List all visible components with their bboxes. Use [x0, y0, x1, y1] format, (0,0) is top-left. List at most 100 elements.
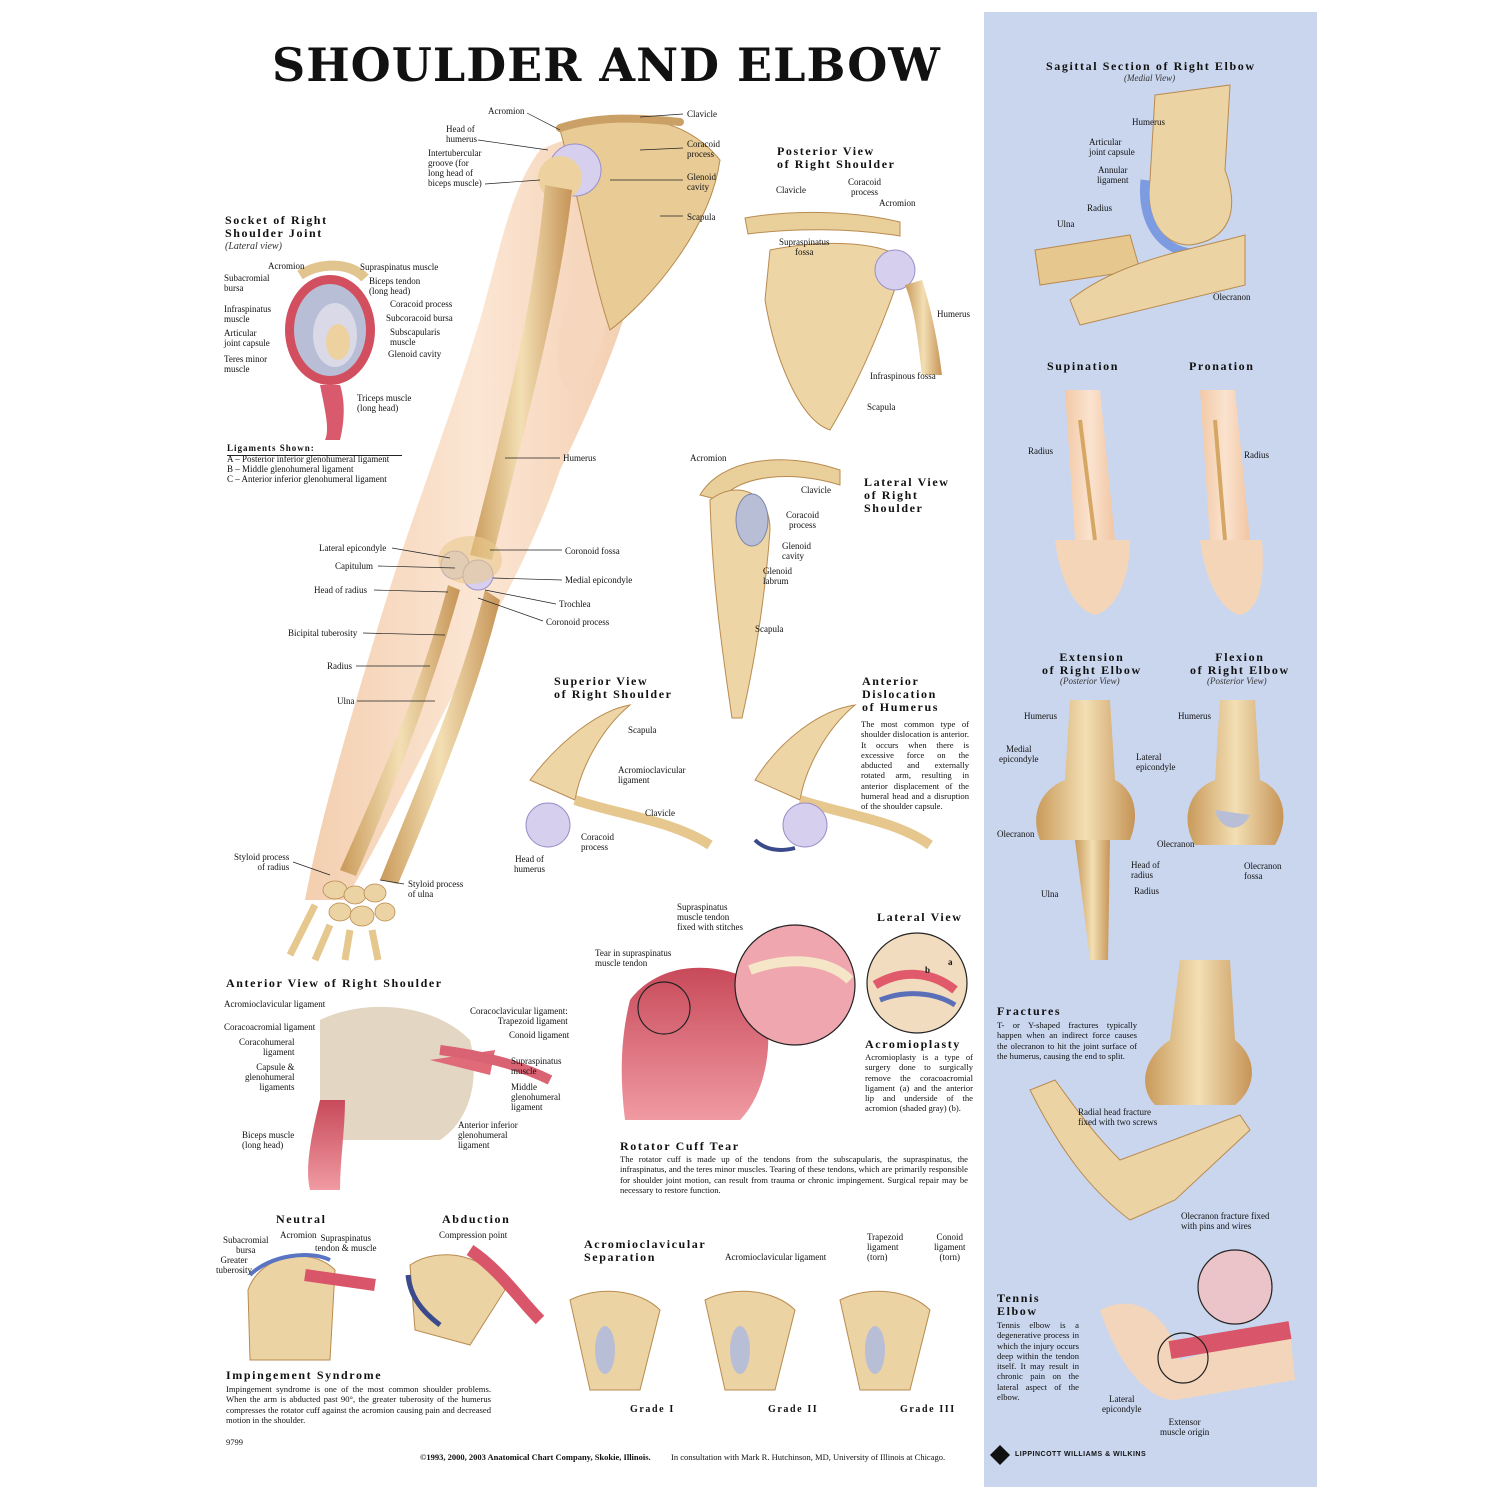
arm-label-scapula: Scapula [687, 212, 716, 222]
separation-grade-3: Grade III [900, 1404, 956, 1415]
lateral-label-acromion: Acromion [690, 453, 727, 463]
flexion-heading: Flexion of Right Elbow [1190, 650, 1290, 677]
acromioplasty-mark-b: b [925, 965, 931, 975]
arm-label-clavicle: Clavicle [687, 109, 717, 119]
arm-label-coronoid-process: Coronoid process [546, 617, 610, 627]
acromioplasty-mark-a: a [948, 957, 953, 967]
lateral-label-glenoid-labrum: Glenoid labrum [763, 566, 792, 586]
rotator-text: The rotator cuff is made up of the tendo… [620, 1154, 968, 1195]
supination-label-radius: Radius [1028, 446, 1054, 456]
impingement-abduction-heading: Abduction [442, 1212, 511, 1226]
impingement-label-tuberosity: Greater tuberosity [216, 1255, 252, 1275]
socket-label-subacromial-bursa: Subacromial bursa [224, 273, 270, 293]
anterior-heading: Anterior View of Right Shoulder [226, 976, 443, 990]
sagittal-label-ulna: Ulna [1057, 219, 1075, 229]
anterior-label-coracohumeral: Coracohumeral ligament [239, 1037, 295, 1057]
socket-label-triceps: Triceps muscle (long head) [357, 393, 412, 413]
arm-label-glenoid-cavity: Glenoid cavity [687, 172, 716, 192]
posterior-label-scapula: Scapula [867, 402, 896, 412]
socket-subheading: (Lateral view) [225, 241, 282, 252]
impingement-label-bursa: Subacromial bursa [223, 1235, 269, 1255]
tennis-label-extensor: Extensor muscle origin [1160, 1417, 1210, 1437]
rotator-label-fixed: Supraspinatus muscle tendon fixed with s… [677, 902, 743, 932]
separation-grade-1: Grade I [630, 1404, 675, 1415]
fracture-illustration [1029, 960, 1252, 1221]
separation-grade-2: Grade II [768, 1404, 819, 1415]
anterior-shoulder-illustration [308, 1006, 553, 1190]
flexion-label-humerus: Humerus [1178, 711, 1211, 721]
impingement-label-acromion: Acromion [280, 1230, 317, 1240]
arm-label-capitulum: Capitulum [335, 561, 373, 571]
sagittal-label-humerus: Humerus [1132, 117, 1165, 127]
sagittal-elbow-illustration [1034, 84, 1246, 326]
impingement-neutral-heading: Neutral [276, 1212, 327, 1226]
superior-shoulder-illustration [525, 704, 713, 850]
sagittal-heading: Sagittal Section of Right Elbow [1046, 59, 1256, 73]
consultation: In consultation with Mark R. Hutchinson,… [671, 1452, 946, 1462]
tennis-text: Tennis elbow is a degenerative process i… [997, 1320, 1079, 1403]
posterior-label-humerus: Humerus [937, 309, 970, 319]
arm-label-radius: Radius [327, 661, 353, 671]
socket-label-subscapularis: Subscapularis muscle [390, 327, 440, 347]
arm-label-coracoid-process: Coracoid process [687, 139, 720, 159]
impingement-label-supraspinatus: Supraspinatus tendon & muscle [315, 1233, 377, 1253]
acromioplasty-illustration [866, 932, 968, 1034]
pronation-label-radius: Radius [1244, 450, 1270, 460]
extension-label-lateral-epicondyle: Lateral epicondyle [1136, 752, 1176, 772]
ligament-a: A – Posterior inferior glenohumeral liga… [227, 454, 390, 464]
rotator-label-tear: Tear in supraspinatus muscle tendon [595, 948, 672, 968]
anterior-label-capsule: Capsule & glenohumeral ligaments [245, 1062, 295, 1092]
separation-label-trapezoid: Trapezoid ligament (torn) [867, 1232, 904, 1262]
extension-label-head-of-radius: Head of radius [1131, 860, 1160, 880]
arm-label-coronoid-fossa: Coronoid fossa [565, 546, 620, 556]
impingement-label-compression: Compression point [439, 1230, 508, 1240]
sagittal-label-olecranon: Olecranon [1213, 292, 1251, 302]
fractures-text: T- or Y-shaped fractures typically happe… [997, 1020, 1137, 1061]
lateral-label-coracoid: Coracoid process [786, 510, 819, 530]
socket-label-subcoracoid-bursa: Subcoracoid bursa [386, 313, 453, 323]
ligament-b: B – Middle glenohumeral ligament [227, 464, 354, 474]
sagittal-label-capsule: Articular joint capsule [1089, 137, 1135, 157]
posterior-shoulder-illustration [744, 211, 942, 431]
tennis-elbow-illustration [1100, 1249, 1295, 1400]
socket-label-biceps-tendon: Biceps tendon (long head) [369, 276, 421, 296]
anterior-label-conoid: Conoid ligament [509, 1030, 570, 1040]
ligaments-heading: Ligaments Shown: [227, 442, 402, 456]
impingement-text: Impingement syndrome is one of the most … [226, 1384, 491, 1425]
arm-label-intertubercular-groove: Intertubercular groove (for long head of… [428, 148, 482, 188]
anterior-label-coracoacromial: Coracoacromial ligament [224, 1022, 316, 1032]
posterior-label-infraspinous-fossa: Infraspinous fossa [870, 371, 936, 381]
extension-label-olecranon: Olecranon [997, 829, 1035, 839]
fractures-label-olecranon: Olecranon fracture fixed with pins and w… [1181, 1211, 1270, 1231]
extension-label-radius: Radius [1134, 886, 1160, 896]
arm-label-medial-epicondyle: Medial epicondyle [565, 575, 633, 585]
sagittal-label-radius: Radius [1087, 203, 1113, 213]
extension-label-ulna: Ulna [1041, 889, 1059, 899]
arm-label-bicipital-tuberosity: Bicipital tuberosity [288, 628, 358, 638]
chart-code: 9799 [226, 1437, 243, 1447]
superior-label-coracoid: Coracoid process [581, 832, 614, 852]
socket-label-articular-capsule: Articular joint capsule [224, 328, 270, 348]
publisher-logo: LIPPINCOTT WILLIAMS & WILKINS [1015, 1451, 1147, 1458]
posterior-label-coracoid: Coracoid process [848, 177, 881, 197]
superior-label-ac-ligament: Acromioclavicular ligament [618, 765, 686, 785]
posterior-label-supraspinatus-fossa: Supraspinatus fossa [779, 237, 830, 257]
impingement-illustration [247, 1245, 545, 1361]
superior-label-scapula: Scapula [628, 725, 657, 735]
acromioplasty-lateral-heading: Lateral View [877, 910, 963, 924]
arm-label-ulna: Ulna [337, 696, 355, 706]
ligament-c: C – Anterior inferior glenohumeral ligam… [227, 474, 387, 484]
socket-heading: Socket of Right Shoulder Joint [225, 213, 328, 240]
socket-illustration [285, 260, 375, 440]
main-arm-illustration [286, 114, 721, 962]
rotator-heading: Rotator Cuff Tear [620, 1139, 740, 1153]
arm-label-head-of-radius: Head of radius [314, 585, 367, 595]
arm-label-head-of-humerus: Head of humerus [446, 124, 477, 144]
socket-label-coracoid-process: Coracoid process [390, 299, 453, 309]
lateral-heading: Lateral View of Right Shoulder [864, 475, 950, 515]
acromioplasty-text: Acromioplasty is a type of surgery done … [865, 1052, 973, 1114]
anterior-label-anterior-inferior: Anterior inferior glenohumeral ligament [458, 1120, 518, 1150]
publisher-logo-mark [990, 1445, 1010, 1465]
ac-separation-illustration [569, 1290, 931, 1391]
